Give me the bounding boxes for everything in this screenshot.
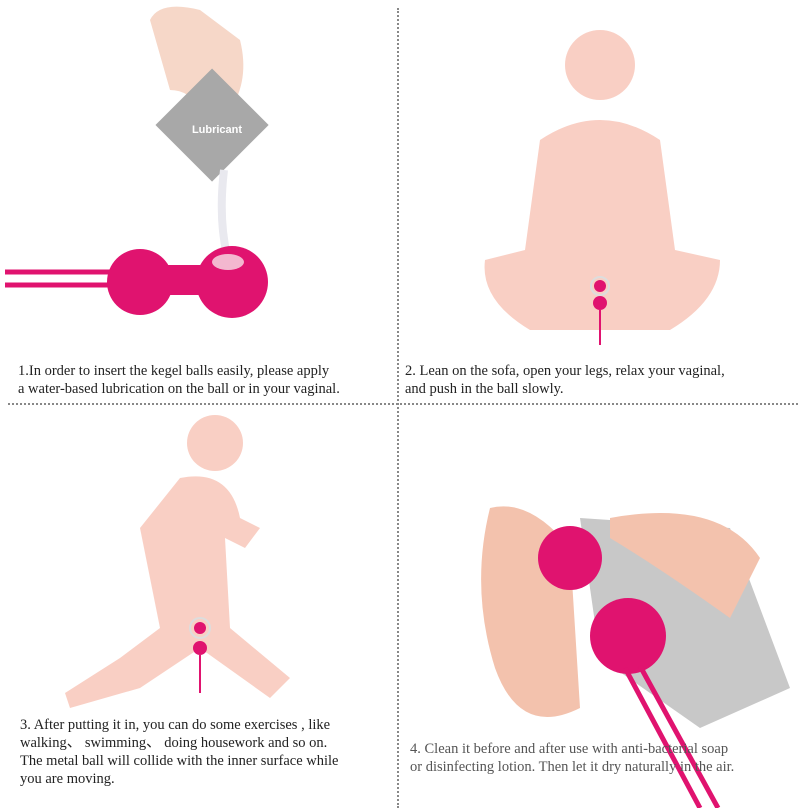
step-2-caption: 2. Lean on the sofa, open your legs, rel… (405, 363, 725, 397)
step-3-caption: 3. After putting it in, you can do some … (20, 717, 339, 787)
packet-label: Lubricant (192, 124, 242, 136)
vertical-divider (397, 8, 399, 808)
running-silhouette (65, 415, 290, 708)
meditation-silhouette (484, 30, 720, 345)
kegel-ball (590, 598, 666, 674)
hand (610, 513, 760, 618)
step-4-caption: 4. Clean it before and after use with an… (410, 741, 735, 775)
horizontal-divider (8, 403, 798, 405)
lubricant-illustration: Lubricant (5, 6, 269, 318)
lubricant-packet (155, 68, 269, 182)
step-1-caption: 1.In order to insert the kegel balls eas… (18, 363, 340, 397)
kegel-ball (538, 526, 602, 590)
cleaning-illustration (481, 506, 790, 808)
kegel-balls-cord (5, 269, 110, 288)
